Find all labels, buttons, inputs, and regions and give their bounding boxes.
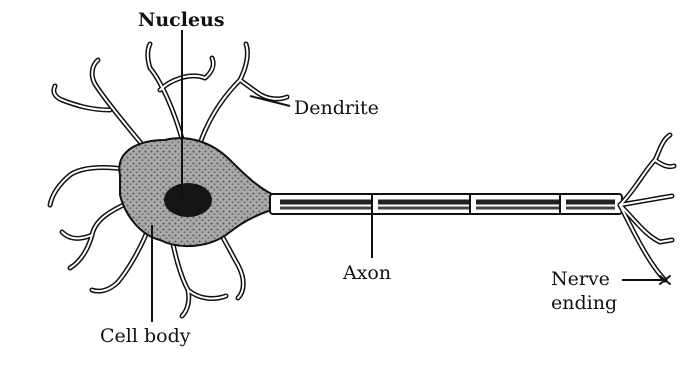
nerve-ending-label-line2: ending xyxy=(551,292,617,314)
cell-body-label: Cell body xyxy=(100,325,190,347)
axon-label: Axon xyxy=(343,262,391,284)
nucleus-shape xyxy=(164,183,212,217)
axon-shape xyxy=(270,194,622,214)
nucleus-label: Nucleus xyxy=(138,9,225,31)
dendrite-label: Dendrite xyxy=(294,97,379,119)
nerve-ending-label-line1: Nerve xyxy=(551,268,610,290)
nerve-ending-branches xyxy=(620,135,674,284)
